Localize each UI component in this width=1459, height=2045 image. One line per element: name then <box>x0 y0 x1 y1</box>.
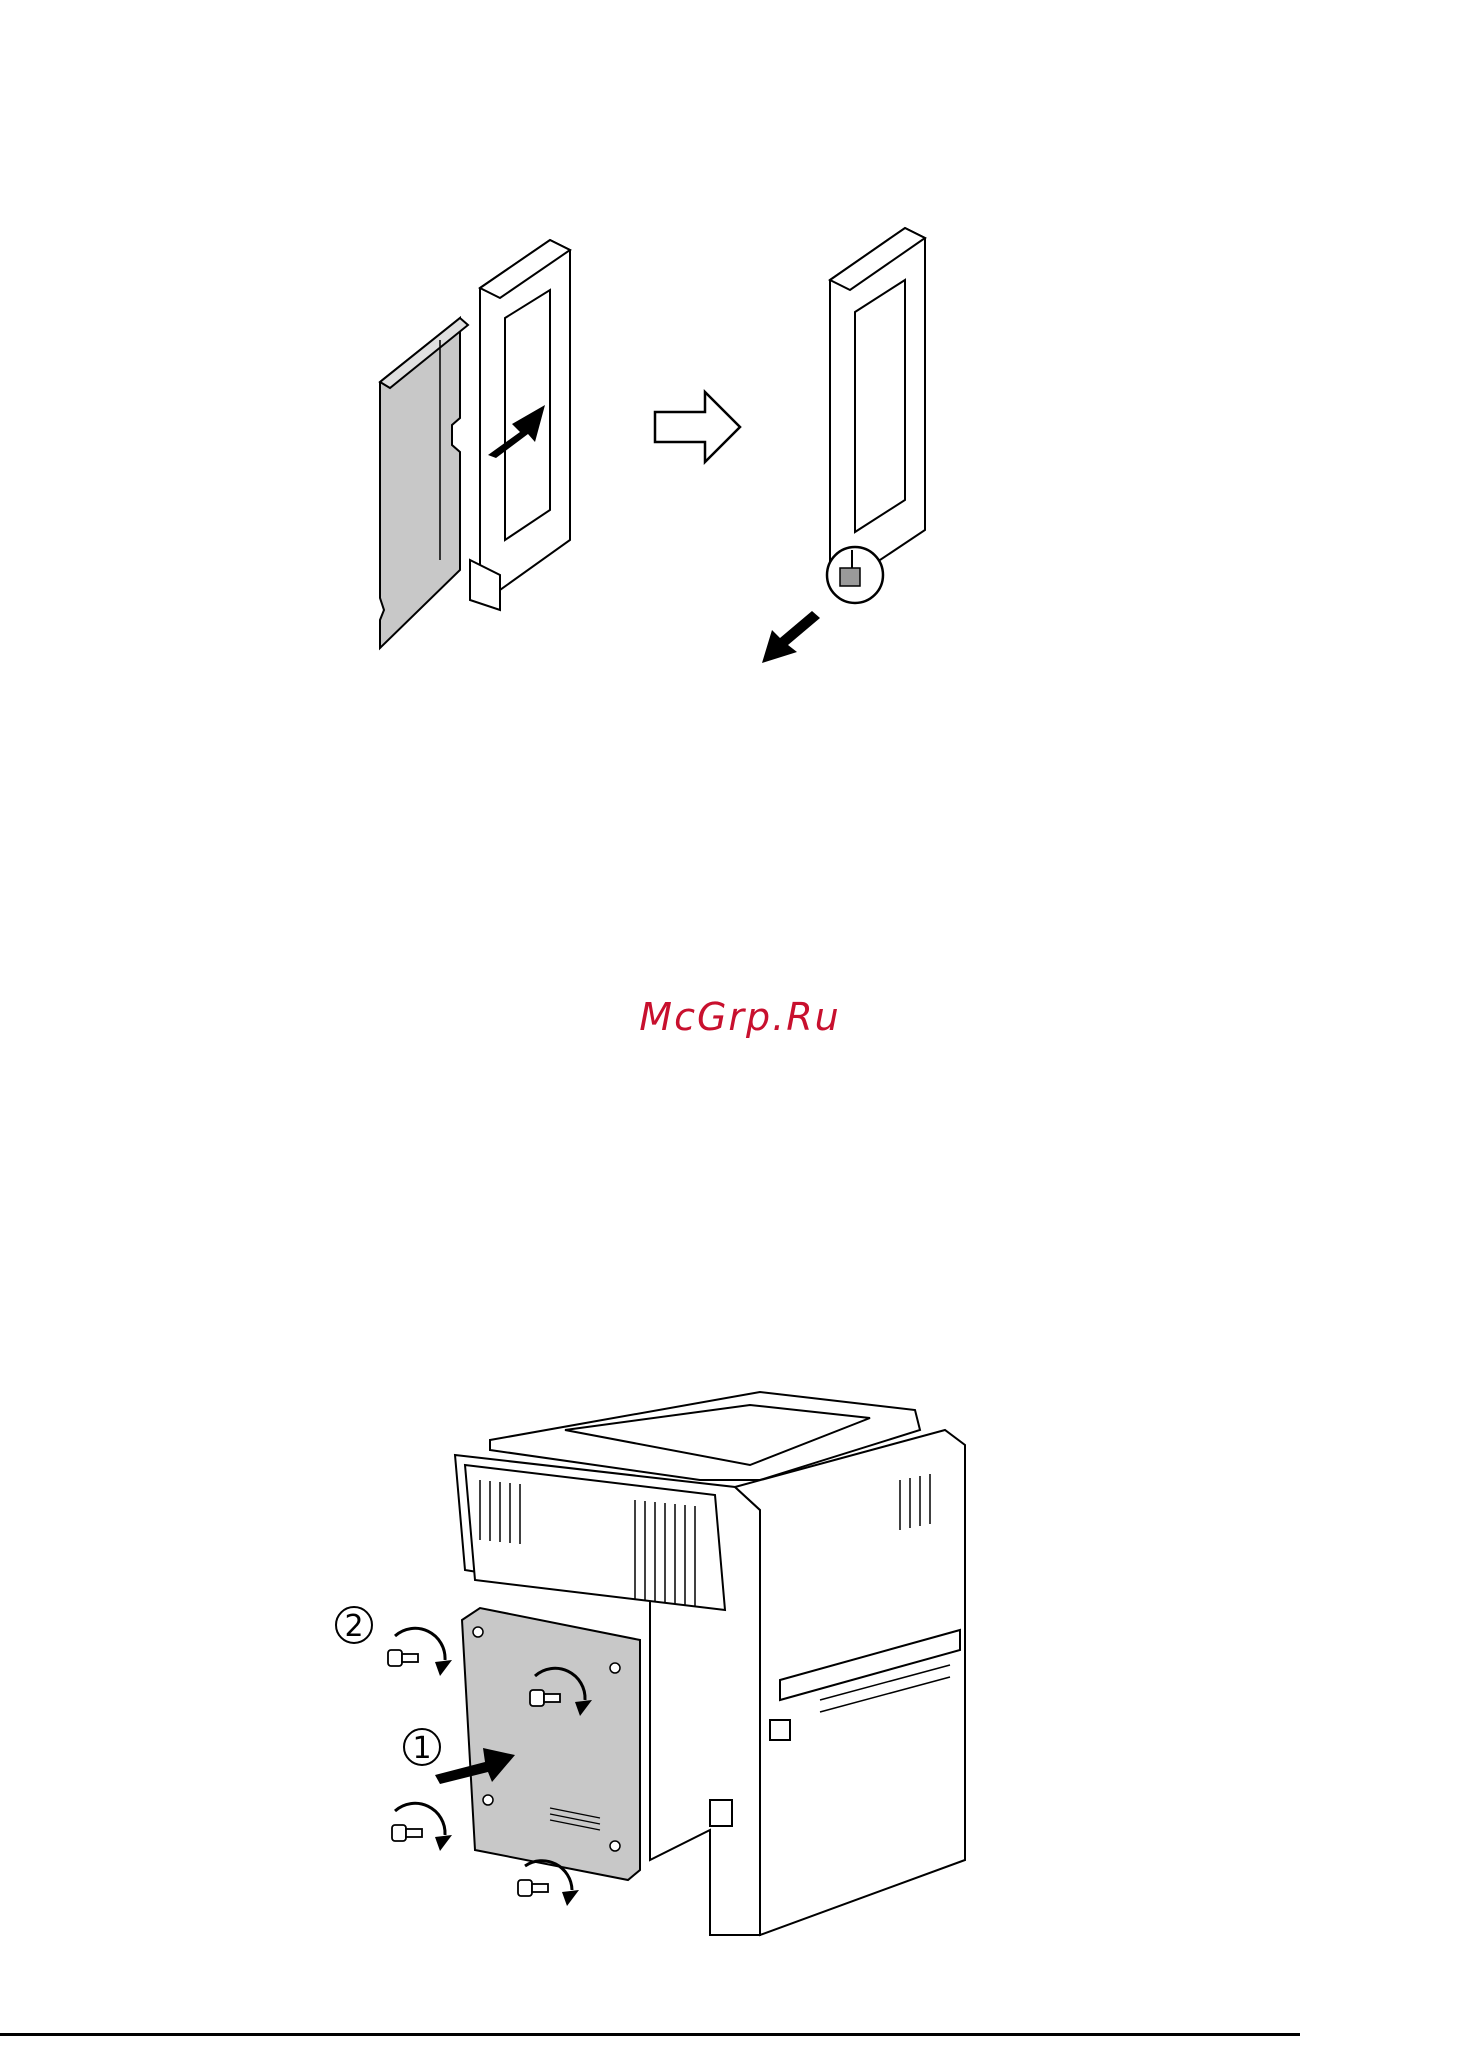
footer-rule <box>0 2033 1300 2036</box>
watermark: McGrp.Ru <box>620 995 860 1039</box>
pull-arrow-icon <box>762 611 820 663</box>
release-clip-detail <box>827 547 883 603</box>
memory-module <box>380 318 468 648</box>
memory-slot-right <box>830 228 925 580</box>
next-step-arrow-icon <box>655 392 740 462</box>
